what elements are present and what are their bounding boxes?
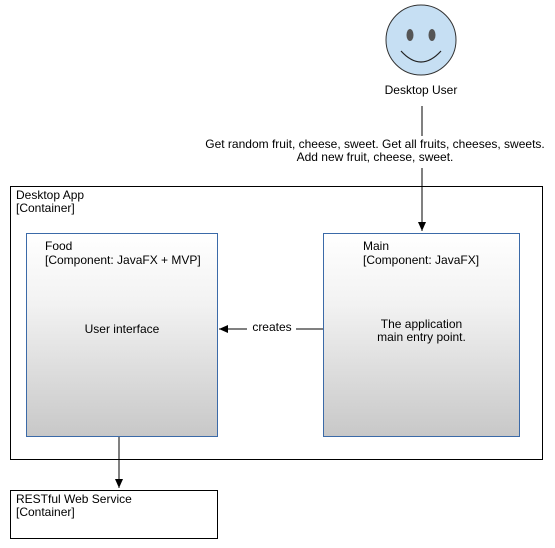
main-description-line-1: The application: [380, 317, 463, 331]
desktop-app-type: [Container]: [16, 201, 75, 215]
main-type: [Component: JavaFX]: [363, 253, 480, 267]
main-to-food-label: creates: [252, 320, 292, 334]
smiley-face-icon[interactable]: [385, 4, 457, 76]
rest-service-type: [Container]: [16, 505, 75, 519]
main-description: The application main entry point.: [324, 318, 519, 344]
actor-right-eye: [428, 29, 436, 41]
main-component[interactable]: Main [Component: JavaFX] The application…: [323, 233, 520, 437]
main-description-line-2: main entry point.: [377, 330, 466, 344]
actor-smile: [400, 50, 442, 63]
food-description: User interface: [84, 322, 160, 336]
food-component[interactable]: Food [Component: JavaFX + MVP] User inte…: [26, 233, 218, 437]
food-type: [Component: JavaFX + MVP]: [45, 253, 201, 267]
actor-label: Desktop User: [384, 83, 458, 97]
actor-face: [385, 4, 457, 76]
food-title: Food: [45, 239, 73, 253]
main-title: Main: [363, 239, 390, 253]
user-to-main-label-line-1: Get random fruit, cheese, sweet. Get all…: [205, 137, 545, 151]
rest-service-container[interactable]: RESTful Web Service [Container]: [10, 490, 218, 539]
actor-left-eye: [406, 29, 414, 41]
user-to-main-label-line-2: Add new fruit, cheese, sweet.: [296, 150, 454, 164]
desktop-app-title: Desktop App: [16, 188, 85, 202]
user-to-main-label: Get random fruit, cheese, sweet. Get all…: [196, 138, 554, 164]
rest-service-title: RESTful Web Service: [16, 492, 132, 506]
